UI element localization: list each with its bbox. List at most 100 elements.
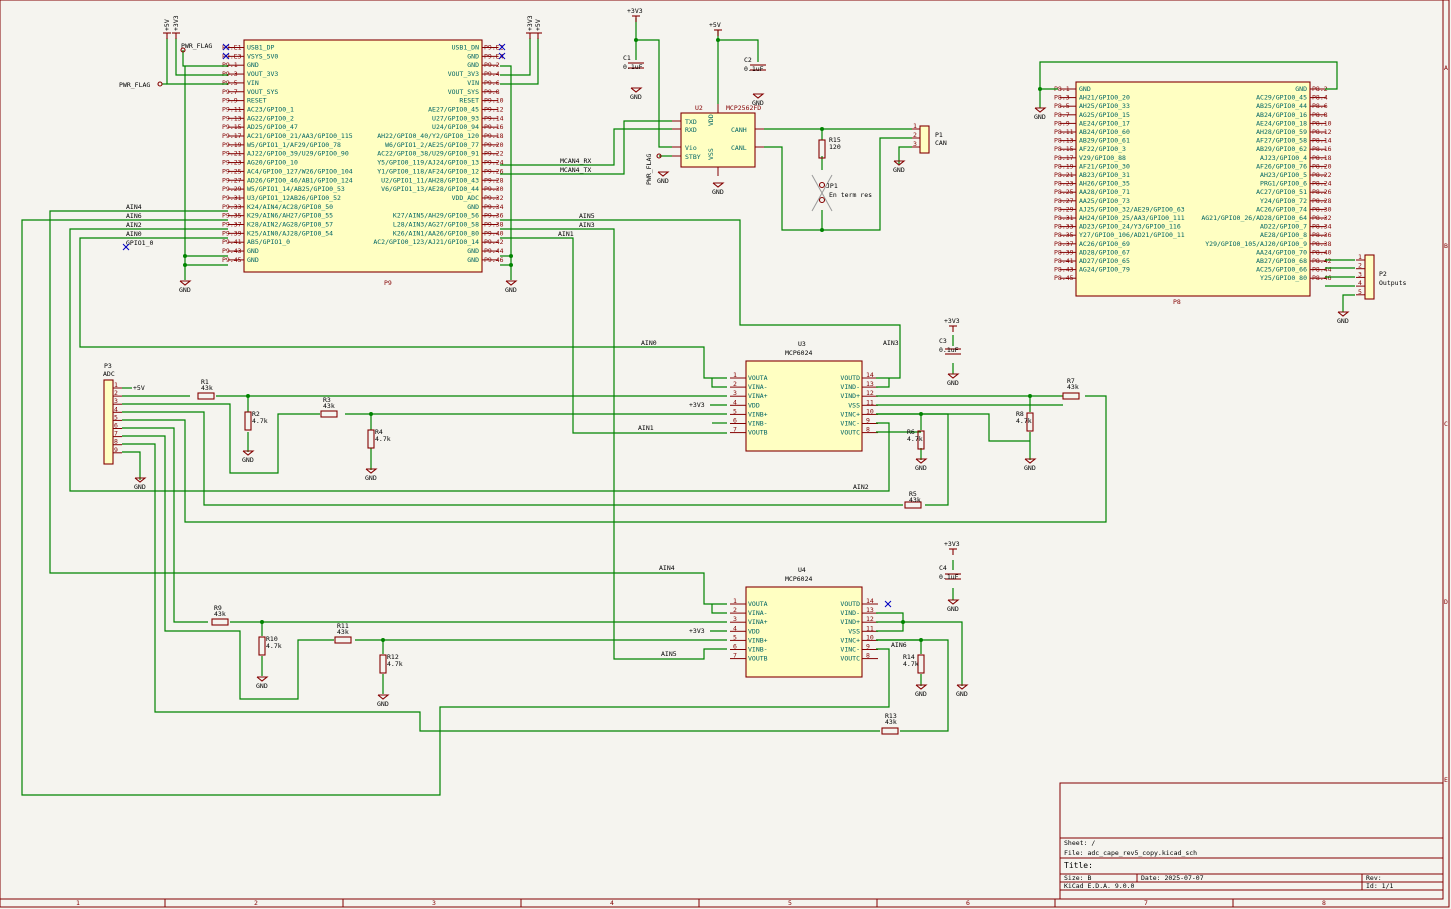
net-ain5-p9: AIN5 bbox=[579, 212, 595, 220]
resistor-value: 43k bbox=[909, 496, 921, 504]
net-ain4-u4: AIN4 bbox=[659, 564, 675, 572]
resistor-value: 43k bbox=[214, 610, 226, 618]
can-transceiver-u2[interactable]: U2 MCP2562FD TXD RXD Vio STBY CANH CANL … bbox=[672, 104, 764, 176]
p8-pin-name: AE24/GPIO0_18 bbox=[1256, 119, 1307, 127]
p9-pin-name: K26/AIN1/AA26/GPIO0_80 bbox=[393, 229, 479, 237]
p8-pin-P8.23: P8.23 bbox=[1054, 180, 1074, 188]
border-row-C: C bbox=[1444, 420, 1448, 428]
p9-pin-name: K25/AIN0/AJ28/GPIO0_54 bbox=[247, 229, 333, 237]
u3-pin-num: 7 bbox=[733, 426, 737, 434]
title-sheet: Sheet: / bbox=[1064, 839, 1095, 847]
net-ain5-u4: AIN5 bbox=[661, 650, 677, 658]
u2-pin-canl: CANL bbox=[731, 144, 747, 152]
p9-pin-P9.1: P9.1 bbox=[222, 61, 238, 69]
p8-pin-P8.45: P8.45 bbox=[1054, 274, 1074, 282]
p9-pin-P9.E1: P9.E1 bbox=[222, 44, 242, 52]
p8-pin-P8.33: P8.33 bbox=[1054, 223, 1074, 231]
p8-pin-P8.39: P8.39 bbox=[1054, 248, 1074, 256]
border-row-B: B bbox=[1444, 242, 1448, 250]
power-label: +5V bbox=[163, 19, 171, 31]
p8-pin-P8.17: P8.17 bbox=[1054, 154, 1074, 162]
u4-pin-num: 11 bbox=[866, 624, 874, 632]
p3-ref: P3 bbox=[104, 362, 112, 370]
p9-pin-name: GND bbox=[467, 256, 479, 264]
p8-pin-name: AF27/GPIO0_58 bbox=[1256, 137, 1307, 145]
resistor-value: 4.7k bbox=[387, 660, 403, 668]
can-connector-p1[interactable]: P1 CAN 123 bbox=[911, 122, 947, 154]
capacitor-value: 0.1uF bbox=[744, 65, 764, 73]
no-connect-icon bbox=[498, 43, 506, 51]
resistor-ref: R12 bbox=[387, 653, 399, 661]
resistor-R10 bbox=[258, 636, 266, 656]
net-mcan-tx: MCAN4_TX bbox=[560, 166, 591, 174]
capacitor-ref: C1 bbox=[623, 54, 631, 62]
gnd-icon bbox=[915, 458, 928, 464]
u4-pin-VINA+: VINA+ bbox=[748, 618, 768, 626]
net-ain2-u3: AIN2 bbox=[853, 483, 869, 491]
p2-pin-num: 5 bbox=[1358, 288, 1362, 296]
junction-dot bbox=[369, 412, 373, 416]
u3-pin-num: 14 bbox=[866, 371, 874, 379]
p9-pin-name: Y5/GPIO0_119/AJ24/GPIO0_13 bbox=[377, 159, 479, 167]
p8-pin-P8.35: P8.35 bbox=[1054, 231, 1074, 239]
no-connect-icon bbox=[884, 600, 892, 608]
p8-pin-P8.40: P8.40 bbox=[1312, 248, 1332, 256]
capacitor-value: 0.1uF bbox=[939, 346, 959, 354]
gnd-icon bbox=[242, 450, 255, 456]
resistor-value: 4.7k bbox=[375, 435, 391, 443]
gnd-label: GND bbox=[712, 188, 724, 196]
u3-pin-num: 5 bbox=[733, 407, 737, 415]
p9-pin-P9.34: P9.34 bbox=[484, 203, 504, 211]
u2-pin-canh: CANH bbox=[731, 126, 747, 134]
net-ain0-p9: AIN0 bbox=[126, 230, 142, 238]
net-mcan-rx: MCAN4_RX bbox=[560, 157, 591, 165]
capacitor-ref: C2 bbox=[744, 56, 752, 64]
p8-pin-name: AG25/GPIO0_15 bbox=[1079, 111, 1130, 119]
p8-pin-name: AC26/GPIO0_74 bbox=[1256, 205, 1307, 213]
p9-pin-name: VDD_ADC bbox=[452, 194, 479, 202]
p8-pin-name: PRG1/GPIO0_6 bbox=[1260, 180, 1307, 188]
u4-pin-VINB+: VINB+ bbox=[748, 636, 768, 644]
p8-pin-name: AJ23/GPIO0_4 bbox=[1260, 154, 1307, 162]
title-date: Date: 2025-07-07 bbox=[1141, 874, 1204, 882]
p8-pin-P8.37: P8.37 bbox=[1054, 240, 1074, 248]
gnd-label: GND bbox=[915, 464, 927, 472]
p9-pin-name: RESET bbox=[247, 97, 267, 105]
p3-pin-num: 8 bbox=[114, 438, 118, 446]
p9-pin-P9.31: P9.31 bbox=[222, 194, 242, 202]
p8-pin-P8.28: P8.28 bbox=[1312, 197, 1332, 205]
p9-pin-name: AE27/GPIO0_45 bbox=[428, 105, 479, 113]
p9-pin-name: VOUT_3V3 bbox=[448, 70, 479, 78]
border-col-4: 4 bbox=[610, 899, 614, 907]
u4-pin-num: 1 bbox=[733, 597, 737, 605]
gnd-label: GND bbox=[630, 93, 642, 101]
border-col-3: 3 bbox=[432, 899, 436, 907]
p8-pin-P8.9: P8.9 bbox=[1054, 119, 1070, 127]
resistor-ref: R15 bbox=[829, 136, 841, 144]
p8-pin-P8.5: P8.5 bbox=[1054, 102, 1070, 110]
u3-value: MCP6024 bbox=[785, 349, 812, 357]
resistor-R6 bbox=[917, 430, 925, 450]
resistor-ref: R10 bbox=[266, 635, 278, 643]
resistor-value: 4.7k bbox=[252, 417, 268, 425]
junction-dot bbox=[246, 394, 250, 398]
gnd-icon bbox=[956, 684, 969, 690]
pwr-flag-1: PWR_FLAG bbox=[119, 81, 150, 89]
p9-pin-P9.14: P9.14 bbox=[484, 114, 504, 122]
p9-pin-name: AD26/GPIO0_46/AB1/GPIO0_124 bbox=[247, 176, 353, 184]
p9-pin-P9.32: P9.32 bbox=[484, 194, 504, 202]
p9-pin-name: VSYS_5V0 bbox=[247, 52, 278, 60]
p8-pin-P8.6: P8.6 bbox=[1312, 102, 1328, 110]
p9-pin-name: W5/GPIO1_1/AF29/GPIO0_78 bbox=[247, 141, 341, 149]
gnd-label: GND bbox=[657, 177, 669, 185]
p8-pin-P8.1: P8.1 bbox=[1054, 85, 1070, 93]
u4-pin-VIND-: VIND- bbox=[840, 609, 860, 617]
